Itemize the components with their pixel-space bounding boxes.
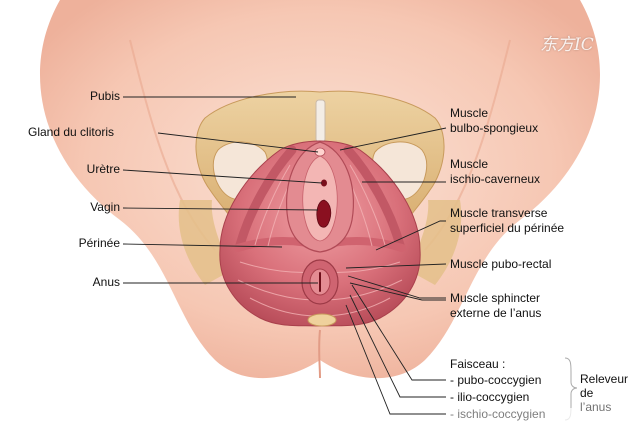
label-bulbo-spongieux: Muscle bulbo-spongieux — [450, 106, 538, 136]
label-sphincter: Muscle sphincter externe de l’anus — [450, 291, 541, 321]
label-pubis: Pubis — [89, 89, 120, 103]
watermark-logo: 东方IC — [540, 35, 594, 55]
coccyx — [307, 313, 337, 327]
label-releveur-line2: de — [580, 386, 594, 400]
label-releveur-line3: l’anus — [580, 400, 612, 414]
pubic-symphysis — [315, 99, 326, 143]
label-faisceau-ischio: - ischio-coccygien — [450, 407, 546, 421]
leader-lines-faisceau — [345, 284, 446, 415]
label-bulbo-line2: bulbo-spongieux — [450, 121, 539, 135]
label-pubo-rectal: Muscle pubo-rectal — [450, 257, 551, 272]
label-vagin: Vagin — [90, 200, 120, 214]
label-ischio-line1: Muscle — [450, 157, 489, 171]
label-transverse: Muscle transverse superficiel du périnée — [450, 206, 564, 236]
urethra-opening — [321, 179, 327, 187]
leader-lines-right — [339, 127, 447, 301]
label-faisceau-ilio: - ilio-coccygien — [450, 390, 530, 404]
label-pubo-rectal-line1: Muscle pubo-rectal — [450, 257, 552, 271]
label-faisceau-title: Faisceau : — [450, 357, 506, 371]
vaginal-opening — [316, 199, 332, 228]
label-ischio-caverneux: Muscle ischio-caverneux — [450, 157, 540, 187]
label-releveur: Releveur de l’anus — [580, 372, 628, 414]
label-transverse-line2: superficiel du périnée — [450, 221, 565, 235]
ischial-bone-left — [178, 200, 232, 285]
label-sphincter-line2: externe de l’anus — [450, 306, 542, 320]
ischial-bone-right — [408, 200, 462, 285]
label-bulbo-line1: Muscle — [450, 106, 489, 120]
buttock-crease — [318, 329, 321, 379]
ischio-cavernosus-left — [235, 145, 297, 250]
label-gland-clitoris: Gland du clitoris — [28, 125, 115, 139]
label-faisceau-pubo: - pubo-coccygien — [450, 373, 542, 387]
label-transverse-line1: Muscle transverse — [450, 206, 548, 220]
label-ischio-line2: ischio-caverneux — [450, 172, 541, 186]
label-perinee: Périnée — [78, 236, 120, 250]
label-uretre: Urètre — [86, 162, 120, 176]
label-anus: Anus — [92, 275, 120, 289]
bottom-fade — [460, 408, 640, 442]
leader-lines-left — [122, 96, 323, 284]
label-releveur-line1: Releveur — [580, 372, 629, 386]
ischio-cavernosus-right — [343, 145, 405, 250]
label-sphincter-line1: Muscle sphincter — [450, 291, 541, 305]
